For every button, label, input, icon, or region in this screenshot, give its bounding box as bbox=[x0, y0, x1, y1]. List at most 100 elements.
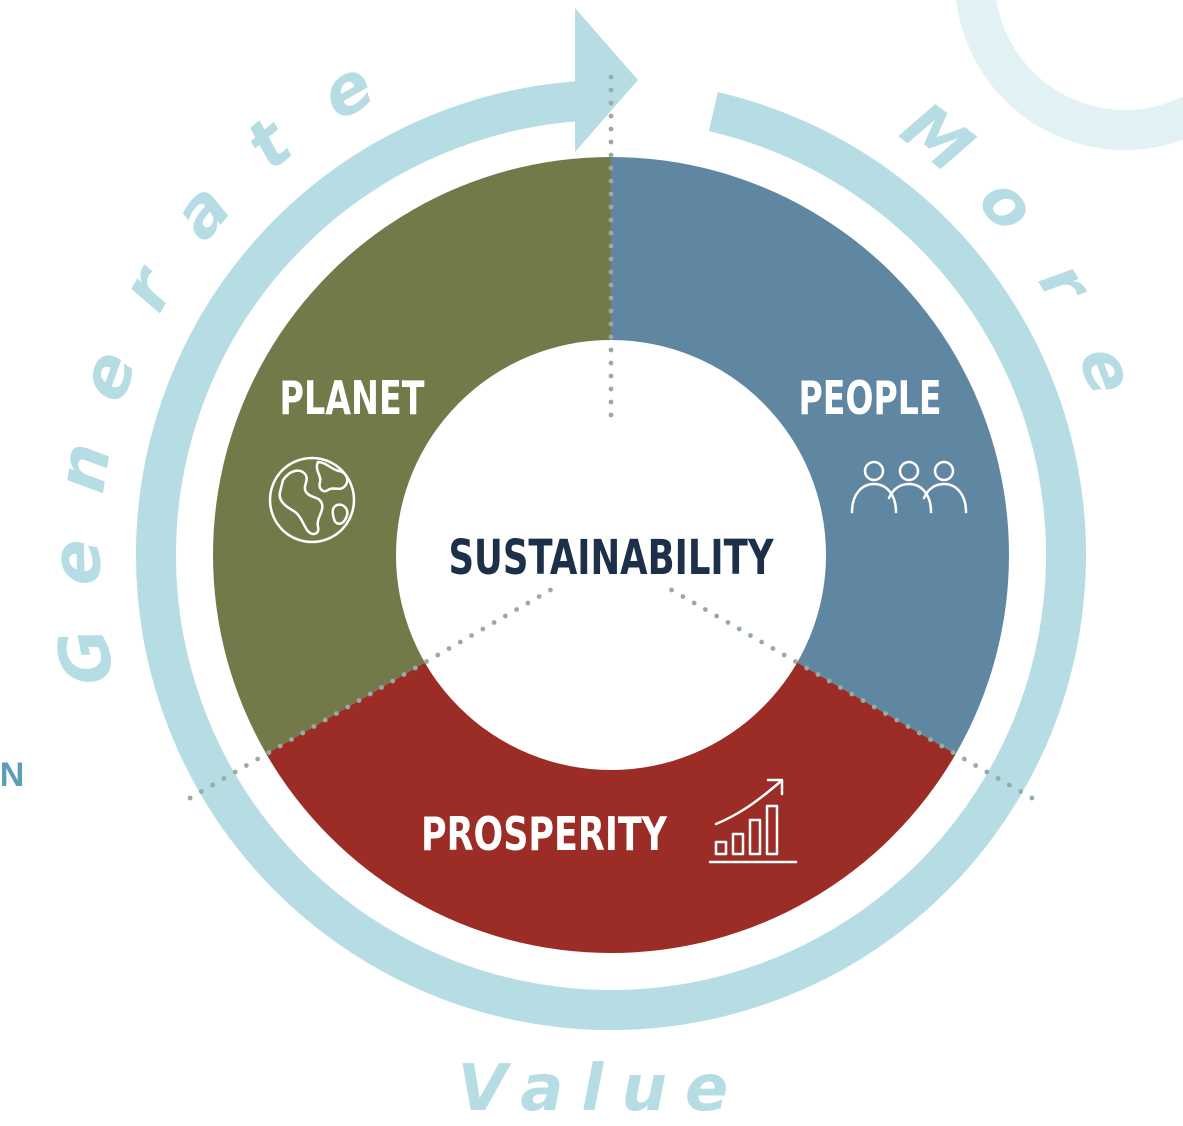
divider-dot bbox=[883, 711, 888, 716]
divider-dot bbox=[536, 594, 542, 599]
divider-dot bbox=[770, 646, 776, 651]
divider-dot bbox=[379, 685, 384, 690]
cycle-word-letter: e bbox=[37, 539, 117, 586]
divider-dot bbox=[480, 626, 486, 632]
divider-dot bbox=[608, 217, 614, 223]
divider-dot bbox=[608, 126, 614, 132]
divider-dot bbox=[950, 750, 956, 755]
divider-dot bbox=[356, 698, 362, 703]
cycle-word-value: Value bbox=[458, 1052, 747, 1126]
divider-dot bbox=[759, 639, 765, 645]
cycle-word-letter: M bbox=[887, 87, 986, 188]
divider-dot bbox=[608, 269, 614, 275]
divider-dot bbox=[424, 659, 429, 664]
divider-dot bbox=[984, 769, 990, 775]
divider-dot bbox=[995, 776, 1001, 781]
divider-dot bbox=[608, 113, 614, 119]
cycle-arc bbox=[136, 81, 1079, 1030]
divider-dot bbox=[1029, 795, 1035, 801]
divider-dot bbox=[435, 652, 441, 658]
divider-dot bbox=[210, 782, 216, 788]
divider-dot bbox=[608, 412, 614, 418]
cycle-arrowhead bbox=[575, 8, 638, 152]
divider-dot bbox=[469, 633, 474, 638]
divider-dot bbox=[894, 717, 900, 723]
divider-dot bbox=[277, 743, 283, 749]
divider-dot bbox=[680, 594, 686, 599]
divider-dot bbox=[608, 321, 614, 327]
divider-dot bbox=[232, 769, 238, 775]
divider-dot bbox=[781, 652, 787, 658]
divider-dot bbox=[608, 347, 614, 353]
divider-dot bbox=[608, 152, 614, 158]
divider-dot bbox=[748, 633, 753, 638]
cycle-word-letter: a bbox=[157, 169, 247, 255]
divider-dot bbox=[1006, 782, 1012, 788]
segment-planet[interactable] bbox=[213, 157, 612, 754]
divider-dot bbox=[608, 256, 614, 262]
cycle-word-letter: r bbox=[1023, 249, 1108, 320]
divider-dot bbox=[446, 646, 452, 651]
cycle-word-letter: G bbox=[43, 622, 131, 692]
cycle-ring bbox=[136, 8, 1086, 1030]
divider-dot bbox=[608, 139, 614, 145]
divider-dot bbox=[491, 620, 497, 625]
divider-dot bbox=[608, 87, 614, 93]
divider-dot bbox=[608, 230, 614, 236]
divider-dot bbox=[804, 665, 810, 671]
divider-dot bbox=[826, 678, 832, 684]
divider-dot bbox=[608, 100, 614, 106]
cycle-word-letter: e bbox=[63, 341, 153, 411]
growth-chart-icon bbox=[708, 778, 798, 864]
divider-dot bbox=[514, 607, 520, 612]
divider-dot bbox=[608, 204, 614, 210]
divider-dot bbox=[849, 691, 855, 697]
divider-dot bbox=[608, 308, 614, 314]
divider-dot bbox=[939, 743, 945, 749]
cycle-word-letter: e bbox=[1063, 335, 1151, 404]
divider-dot bbox=[860, 698, 866, 703]
people-icon bbox=[850, 460, 968, 514]
planet-label: PLANET bbox=[280, 371, 425, 425]
cycle-word-letter: t bbox=[231, 102, 308, 185]
divider-dot bbox=[266, 750, 272, 755]
divider-dot bbox=[608, 386, 614, 392]
divider-dot bbox=[669, 587, 675, 593]
cycle-word-letter: n bbox=[41, 437, 127, 498]
prosperity-label: PROSPERITY bbox=[421, 807, 668, 861]
divider-dot bbox=[300, 730, 306, 736]
segment-prosperity[interactable] bbox=[266, 660, 956, 953]
divider-dot bbox=[608, 334, 614, 340]
divider-dot bbox=[289, 737, 294, 742]
divider-dot bbox=[401, 672, 407, 677]
divider-dot bbox=[412, 665, 418, 671]
divider-dot bbox=[905, 724, 911, 729]
divider-dot bbox=[608, 360, 614, 366]
divider-dot bbox=[608, 399, 614, 405]
divider-dot bbox=[322, 717, 328, 723]
divider-dot bbox=[198, 789, 204, 794]
divider-dot bbox=[714, 613, 720, 619]
divider-dot bbox=[916, 730, 922, 736]
divider-dot bbox=[457, 639, 463, 645]
divider-dot bbox=[244, 763, 249, 768]
divider-dot bbox=[608, 373, 614, 379]
divider-dot bbox=[608, 178, 614, 184]
divider-dot bbox=[608, 74, 614, 80]
divider-dot bbox=[608, 282, 614, 288]
divider-dot bbox=[187, 795, 193, 801]
divider-dot bbox=[725, 620, 731, 625]
divider-dot bbox=[838, 685, 843, 690]
center-circle bbox=[396, 340, 826, 770]
divider-dot bbox=[871, 704, 877, 710]
divider-dot bbox=[702, 607, 708, 612]
divider-dot bbox=[691, 600, 697, 606]
people-label: PEOPLE bbox=[799, 371, 942, 425]
divider-dot bbox=[502, 613, 508, 619]
divider-dot bbox=[221, 776, 227, 781]
side-text-fragment: N bbox=[0, 756, 24, 794]
segment-people[interactable] bbox=[611, 157, 1009, 754]
dotted-dividers bbox=[187, 74, 1035, 801]
divider-dot bbox=[608, 165, 614, 171]
